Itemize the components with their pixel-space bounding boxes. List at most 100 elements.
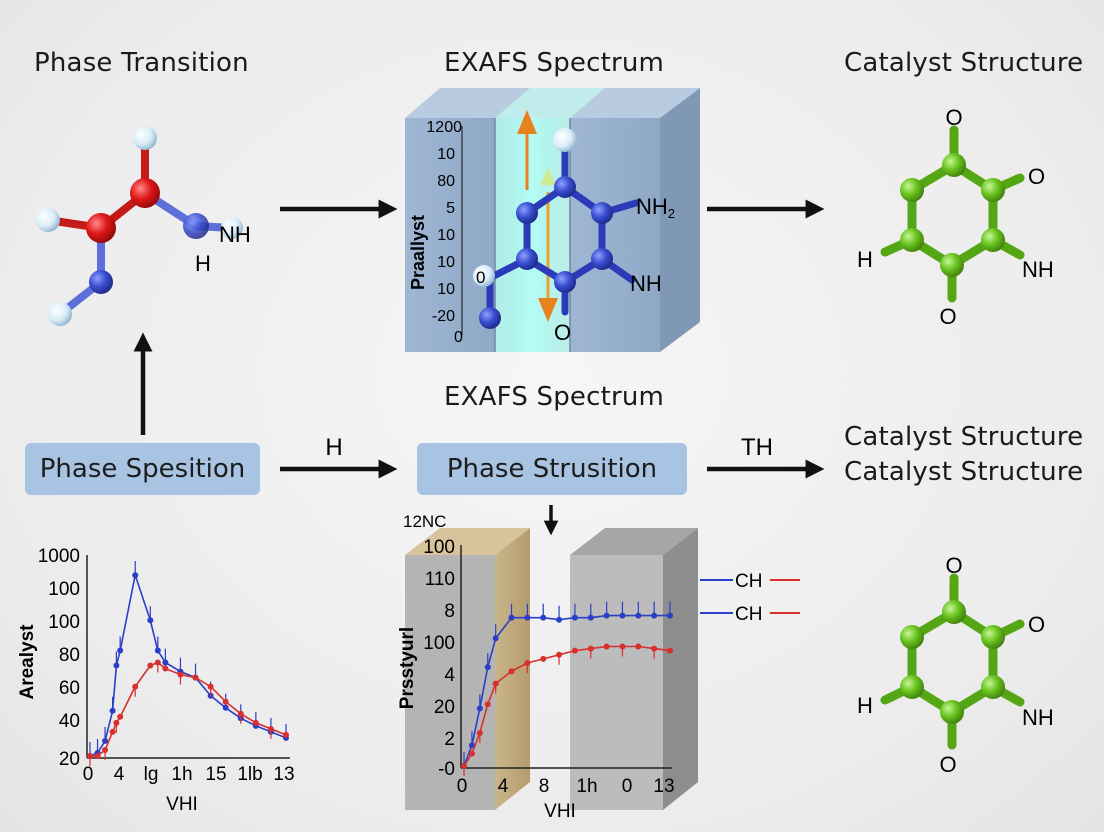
chart-middle-ytick: 2: [444, 729, 455, 750]
phase-spesition-box: Phase Spesition: [25, 443, 260, 495]
exafs-mol-zero2: 0: [454, 329, 463, 346]
chart-middle-data-point: [603, 643, 610, 650]
catalyst-top-nh: NH: [1022, 257, 1054, 282]
catalyst-bottom-o-top: O: [945, 553, 962, 578]
phase-strusition-label: Phase Strusition: [446, 454, 658, 484]
chart-left-data-point: [109, 707, 116, 714]
exafs-spectrum-panel: 1200 10 80 5 10 10 10 -20 Praallyst: [405, 88, 700, 352]
catalyst-bottom-nh: NH: [1022, 705, 1054, 730]
exafs-ytick: 1200: [426, 119, 462, 136]
chart-left-data-point: [207, 683, 214, 690]
chart-left-data-point: [192, 674, 199, 681]
chart-middle-data-point: [492, 680, 499, 687]
chart-left-xtick: 15: [205, 764, 226, 785]
chart-middle: 12NC 100 110 8 100 4 20 2 -0 0 4 8 1h 0 …: [397, 512, 800, 822]
chart-middle-data-point: [603, 612, 610, 619]
chart-middle-corner-label: 12NC: [403, 512, 446, 531]
chart-left-data-point: [132, 572, 139, 579]
phase-strusition-box: Phase Strusition: [417, 443, 687, 495]
chart-middle-ytick: 20: [434, 697, 455, 718]
chart-middle-data-point: [619, 643, 626, 650]
chart-middle-data-point: [667, 647, 673, 654]
catalyst-bottom-h: H: [857, 693, 873, 718]
chart-left-xtick: 4: [114, 764, 125, 785]
chart-left-xtick: lg: [144, 764, 159, 785]
chart-left-yticks: 1000 100 100 80 60 40 20: [38, 546, 80, 770]
chart-middle-data-point: [587, 645, 594, 652]
title-exafs-spectrum-top: EXAFS Spectrum: [444, 48, 665, 78]
chart-middle-legend: CH CH: [700, 571, 800, 625]
chart-left-data-point: [113, 662, 120, 669]
chart-middle-series-line-1: [463, 614, 670, 767]
chart-left-data-point: [252, 719, 259, 726]
chart-middle-data-point: [508, 668, 515, 675]
exafs-ytick: 5: [446, 200, 455, 217]
chart-middle-data-point: [651, 645, 658, 652]
chart-middle-ylabel: Prsstyurl: [397, 627, 418, 709]
chart-middle-data-point: [556, 651, 563, 658]
chart-middle-data-point: [492, 635, 499, 642]
chart-left-ytick: 20: [59, 749, 80, 770]
catalyst-bottom-o-bottom: O: [939, 752, 956, 777]
chart-left-xtick: 1h: [171, 764, 192, 785]
chart-left-data-point: [222, 704, 229, 711]
chart-left-data-point: [162, 665, 169, 672]
chart-left-data-point: [267, 725, 274, 732]
title-catalyst-structure-mid-1: Catalyst Structure: [844, 422, 1084, 452]
chart-middle-data-point: [484, 664, 491, 671]
chart-middle-data-point: [571, 614, 578, 621]
chart-left-ytick: 80: [59, 645, 80, 666]
chart-left-ytick: 1000: [38, 546, 80, 567]
chart-middle-data-point: [508, 614, 515, 621]
chart-left-data-point: [117, 713, 124, 720]
chart-left-xticks: 0 4 lg 1h 15 1lb 13: [83, 764, 295, 785]
catalyst-top-h: H: [857, 247, 873, 272]
chart-middle-xlabel: VHI: [544, 801, 576, 822]
exafs-ytick: -20: [432, 308, 455, 325]
legend-label-2: CH: [735, 604, 762, 625]
chart-left-data-point: [154, 659, 161, 666]
chart-left-data-point: [283, 731, 289, 738]
chart-middle-data-point: [468, 742, 475, 749]
exafs-mol-nh2-main: NH: [636, 194, 668, 219]
chart-middle-data-point: [524, 614, 531, 621]
chart-middle-ytick: 4: [444, 665, 455, 686]
chart-left-data-point: [162, 659, 169, 666]
chart-left-ytick: 40: [59, 711, 80, 732]
chart-middle-data-point: [524, 660, 531, 666]
chart-middle-xtick: 13: [653, 776, 674, 797]
exafs-mol-nh2-sub: 2: [668, 206, 675, 221]
arrow-label-th: TH: [741, 434, 773, 461]
chart-left: 1000 100 100 80 60 40 20 0 4 lg 1h 15 1l…: [17, 546, 295, 815]
chart-left-ylabel: Arealyst: [17, 624, 38, 700]
chart-left-xtick: 1lb: [237, 764, 262, 785]
chart-left-xtick: 13: [273, 764, 294, 785]
chart-middle-data-point: [667, 612, 673, 619]
exafs-mol-zero: 0: [476, 268, 485, 287]
chart-left-data-point: [113, 719, 120, 726]
chart-middle-ytick: 8: [444, 601, 455, 622]
chart-left-data-point: [147, 617, 154, 624]
exafs-ytick: 10: [437, 281, 455, 298]
chart-middle-xtick: 8: [539, 776, 550, 797]
chart-middle-data-point: [540, 655, 547, 662]
molecule1-nh-label: NH: [219, 222, 251, 247]
title-catalyst-structure-top: Catalyst Structure: [844, 48, 1084, 78]
chart-middle-data-point: [476, 705, 483, 712]
chart-left-data-point: [102, 746, 109, 753]
arrow-label-h: H: [325, 434, 342, 461]
chart-left-data-point: [94, 753, 101, 759]
exafs-ylabel: Praallyst: [408, 215, 428, 290]
chart-middle-data-point: [619, 612, 626, 619]
chart-left-data-point: [109, 728, 116, 735]
chart-middle-data-point: [461, 763, 467, 769]
chart-middle-data-point: [468, 750, 475, 757]
exafs-ytick: 10: [437, 227, 455, 244]
phase-spesition-label: Phase Spesition: [39, 454, 246, 484]
chart-middle-yticks: 100 110 8 100 4 20 2 -0: [423, 537, 455, 780]
chart-left-data-point: [102, 737, 109, 744]
chart-middle-data-point: [476, 730, 483, 737]
exafs-mol-o: O: [554, 320, 571, 345]
exafs-ytick: 10: [437, 146, 455, 163]
